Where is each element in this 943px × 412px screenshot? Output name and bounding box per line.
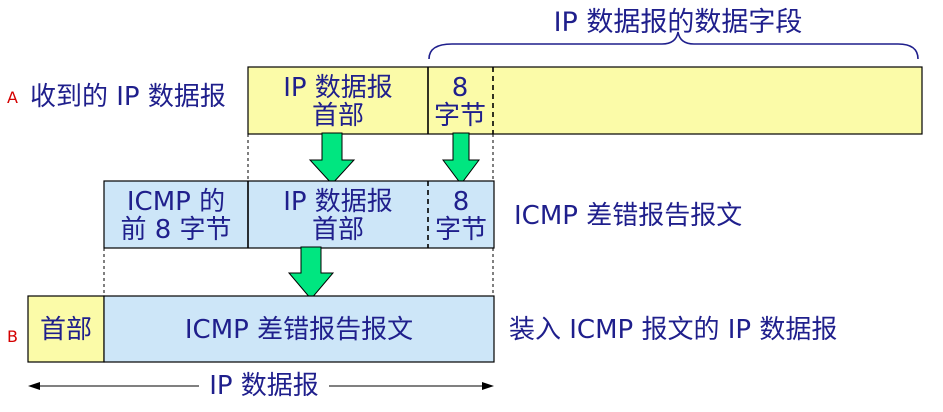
- icmp-first-8-bytes-line1: ICMP 的: [127, 187, 225, 217]
- data-field-brace: [428, 31, 919, 60]
- eight-bytes-text-a-line1: 8: [452, 73, 469, 103]
- icmp-first-8-bytes-line2: 前 8 字节: [120, 215, 231, 245]
- icmp-message-box: [103, 180, 495, 249]
- down-arrow-icon: [287, 246, 335, 300]
- dimension-label-bg: [199, 372, 329, 400]
- icmp-body-box: [103, 295, 495, 363]
- ip-datagram-length-label: IP 数据报: [209, 371, 319, 401]
- marker-a: A: [7, 88, 18, 107]
- encapsulated-datagram-label: 装入 ICMP 报文的 IP 数据报: [509, 315, 837, 345]
- ip-header-text-icmp-line1: IP 数据报: [283, 187, 393, 217]
- new-header-text: 首部: [40, 315, 92, 345]
- right-arrowhead-icon: [482, 382, 494, 390]
- icmp-body-text: ICMP 差错报告报文: [185, 315, 413, 345]
- marker-b: B: [7, 327, 18, 346]
- down-arrow-icon: [308, 132, 356, 185]
- eight-bytes-text-icmp-line2: 字节: [435, 215, 487, 245]
- eight-bytes-text-a-line2: 字节: [434, 101, 486, 131]
- received-ip-datagram-label: 收到的 IP 数据报: [30, 82, 226, 112]
- icmp-error-report-label: ICMP 差错报告报文: [514, 201, 742, 231]
- eight-bytes-text-icmp-line1: 8: [453, 187, 470, 217]
- ip-header-text-icmp-line2: 首部: [312, 215, 364, 245]
- ip-header-text-a-line1: IP 数据报: [283, 73, 393, 103]
- received-datagram-box: [247, 66, 923, 135]
- ip-header-text-a-line2: 首部: [312, 101, 364, 131]
- down-arrow-icon: [442, 132, 480, 185]
- left-arrowhead-icon: [28, 382, 40, 390]
